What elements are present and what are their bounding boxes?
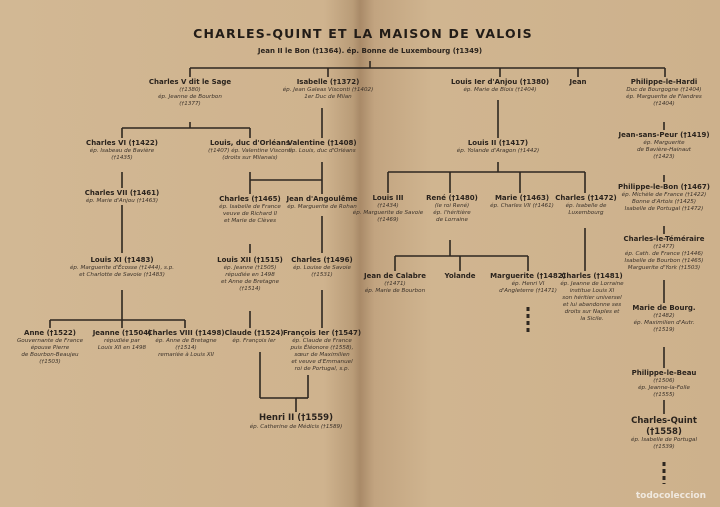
node-charles-vi: Charles VI (†1422) ép. Isabeau de Bavièr… [86,139,158,161]
watermark: todocoleccion [635,491,706,501]
node-louis-i-anjou: Louis Ier d'Anjou (†1380) ép. Marie de B… [450,78,550,93]
node-jeanne: Jeanne (†1504) répudiée par Louis XII en… [92,329,152,351]
node-philippe-le-beau: Philippe-le-Beau (†1506) ép. Jeanne-la-F… [631,369,697,398]
node-isabelle: Isabelle (†1372) ép. Jean Galeas Viscont… [282,78,374,100]
node-henri-ii: Henri II (†1559) ép. Catherine de Médici… [249,413,343,430]
page-title: CHARLES-QUINT ET LA MAISON DE VALOIS [193,26,533,41]
node-louis-duc-orleans: Louis, duc d'Orléans (†1407) ép. Valenti… [208,139,292,161]
node-charles-du-maine: Charles (†1472) ép. Isabelle de Luxembou… [555,194,617,216]
node-philippe-le-hardi: Philippe-le-Hardi Duc de Bourgogne (†140… [626,78,702,107]
root-couple: Jean II le Bon (†1364). ép. Bonne de Lux… [257,47,483,55]
node-louis-xi: Louis XI (†1483) ép. Marguerite d'Écosse… [69,256,175,278]
node-anne: Anne (†1522) Gouvernante de France épous… [16,329,84,365]
node-jean-angouleme: Jean d'Angoulême ép. Marguerite de Rohan [286,195,358,210]
node-marie-de-bourgogne: Marie de Bourg. (†1482) ép. Maximilien d… [632,304,696,333]
node-louis-ii-anjou: Louis II (†1417) ép. Yolande d'Aragon (†… [456,139,540,154]
node-claude: Claude (†1524) ép. François Ier [224,329,284,344]
node-charles-viii: Charles VIII (†1498) ép. Anne de Bretagn… [147,329,225,358]
node-yolande: Yolande [444,272,476,280]
node-charles-vii: Charles VII (†1461) ép. Marie d'Anjou (†… [84,189,160,204]
node-jean-de-calabre: Jean de Calabre (†1471) ép. Marie de Bou… [364,272,426,294]
node-jean: Jean [569,78,587,86]
node-charles-orleans: Charles (†1465) ép. Isabelle de France v… [219,195,281,224]
node-louis-xii: Louis XII (†1515) ép. Jeanne (†1505) rép… [217,256,283,292]
node-valentine: Valentine (†1408) ép. Louis, duc d'Orléa… [287,139,357,154]
node-charles-v: Charles V dit le Sage (†1380) ép. Jeanne… [148,78,232,107]
node-rene: René (†1480) (le roi René) ép. l'héritiè… [426,194,478,223]
node-marie-anjou: Marie (†1463) ép. Charles VII (†1461) [490,194,554,209]
node-charles-le-temeraire: Charles-le-Téméraire (†1477) ép. Cath. d… [623,235,705,271]
node-jean-sans-peur: Jean-sans-Peur (†1419) ép. Marguerite de… [618,131,710,160]
node-marguerite-anjou: Marguerite (†1482) ép. Henri VI d'Anglet… [490,272,566,294]
node-charles-quint: Charles-Quint (†1558) ép. Isabelle de Po… [631,416,697,451]
node-francois-i: François Ier (†1547) ép. Claude de Franc… [282,329,362,372]
node-charles-angouleme: Charles (†1496) ép. Louise de Savoie (†1… [291,256,353,278]
node-louis-iii: Louis III (†1434) ép. Marguerite de Savo… [352,194,424,223]
node-philippe-le-bon: Philippe-le-Bon (†1467) ép. Michèle de F… [618,183,710,212]
node-charles-anjou: Charles (†1481) ép. Jeanne de Lorraine i… [560,272,624,322]
